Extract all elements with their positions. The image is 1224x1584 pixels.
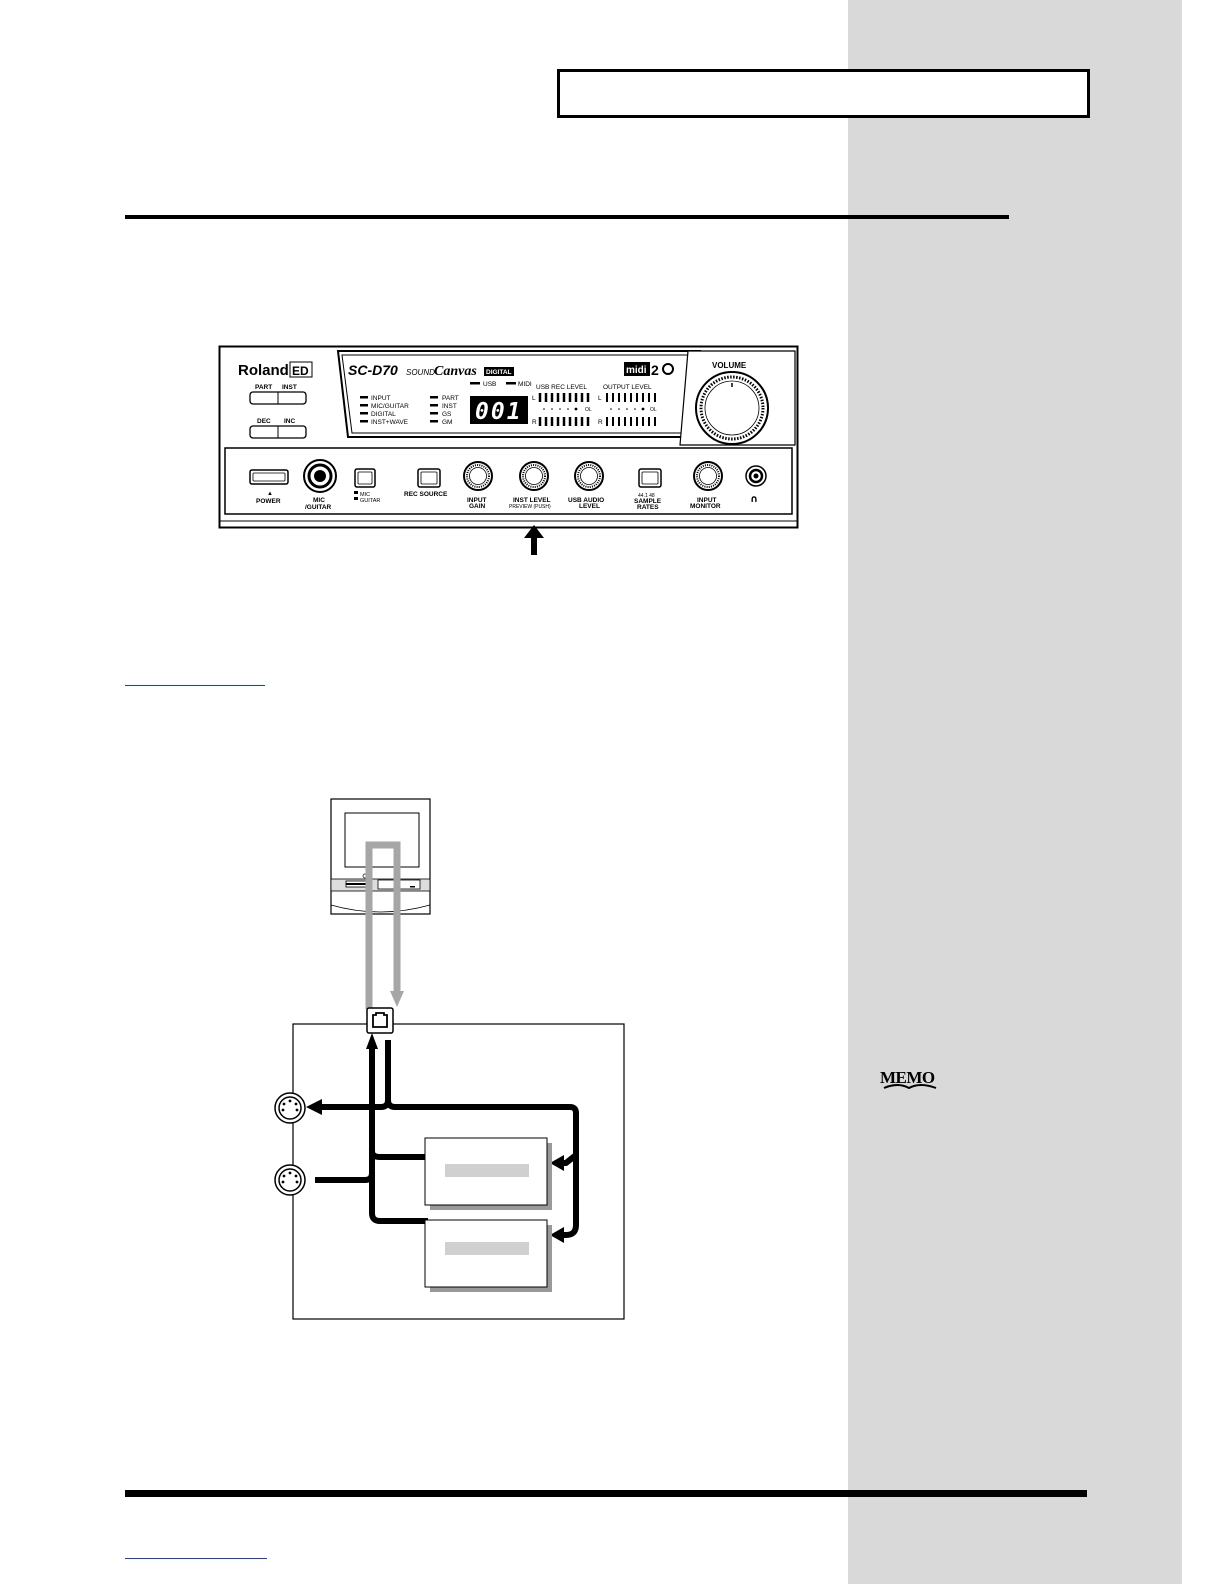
volume-label: VOLUME bbox=[712, 361, 747, 370]
page-rule-bottom bbox=[125, 1490, 1087, 1497]
brand-badge: ED bbox=[292, 364, 309, 378]
mode-inst-wave: INST+WAVE bbox=[371, 419, 409, 426]
signal-paths bbox=[315, 1040, 579, 1238]
power-label: POWER bbox=[256, 498, 281, 505]
rec-source-label: REC SOURCE bbox=[404, 491, 448, 498]
usb-rec-level-label: USB REC LEVEL bbox=[536, 384, 587, 391]
usb-indicator: USB bbox=[483, 381, 496, 388]
model-name: SC-D70 bbox=[348, 362, 398, 378]
input-monitor-knob bbox=[693, 461, 723, 491]
memo-label: MEMO bbox=[880, 1068, 935, 1087]
mode-input: INPUT bbox=[371, 395, 391, 402]
sample-rates-button bbox=[638, 468, 662, 488]
dec-label: DEC bbox=[257, 418, 271, 425]
brand-logo: Roland bbox=[238, 362, 289, 379]
usb-rec-meter bbox=[538, 393, 590, 426]
module-block-lower bbox=[424, 1219, 552, 1292]
mode-part: PART bbox=[442, 395, 459, 402]
inst-level-arrow-icon bbox=[524, 525, 544, 555]
lcd-display bbox=[470, 396, 528, 424]
input-monitor-label-1: INPUT bbox=[697, 497, 717, 504]
canvas-label: Canvas bbox=[434, 364, 477, 379]
footer-link-underline[interactable] bbox=[125, 1558, 267, 1559]
usb-connector-icon bbox=[366, 1007, 394, 1034]
svg-text:midi: midi bbox=[626, 365, 647, 376]
sample-rate-values: 44.1 48 bbox=[638, 493, 655, 499]
guitar-switch-label: GUITAR bbox=[360, 498, 380, 504]
section-rule-top bbox=[125, 215, 1009, 219]
mic-label: MIC bbox=[313, 497, 325, 504]
usb-audio-level-knob bbox=[574, 461, 604, 491]
computer-icon bbox=[330, 798, 431, 915]
usb-audio-label-1: USB AUDIO bbox=[568, 497, 604, 504]
part-label: PART bbox=[255, 384, 272, 391]
section-link-underline[interactable] bbox=[125, 685, 265, 686]
usb-cable-lines bbox=[365, 841, 401, 1009]
sidebar-margin bbox=[848, 0, 1182, 1584]
guitar-label: /GUITAR bbox=[305, 504, 332, 511]
meter-l-1: L bbox=[532, 395, 536, 402]
input-gain-label-2: GAIN bbox=[469, 503, 486, 510]
output-level-label: OUTPUT LEVEL bbox=[603, 384, 652, 391]
usb-audio-label-2: LEVEL bbox=[579, 503, 600, 510]
mode-inst: INST bbox=[442, 403, 457, 410]
sample-rates-label-2: RATES bbox=[637, 504, 659, 511]
inst-level-label-2: PREVIEW (PUSH) bbox=[509, 504, 551, 510]
svg-text:2: 2 bbox=[651, 362, 659, 378]
mode-digital: DIGITAL bbox=[371, 411, 396, 418]
midi-out-port-icon bbox=[274, 1092, 306, 1124]
meter-l-2: L bbox=[598, 395, 602, 402]
mic-switch-label: MIC bbox=[360, 492, 370, 498]
ol-label-1: OL bbox=[585, 407, 592, 413]
usb-midi-flow-diagram bbox=[274, 798, 625, 1320]
midi-indicator: MIDI bbox=[518, 381, 532, 388]
volume-knob bbox=[695, 371, 769, 445]
memo-icon: MEMO bbox=[880, 1068, 937, 1090]
lcd-value: 001 bbox=[475, 399, 523, 425]
midi-logo-icon: midi 2 bbox=[624, 362, 674, 378]
front-panel-illustration: Roland ED SC-D70 SOUND Canvas DIGITAL mi… bbox=[218, 345, 799, 529]
headphone-icon: ∩ bbox=[750, 494, 758, 505]
digital-badge: DIGITAL bbox=[486, 369, 512, 376]
rec-source-button bbox=[417, 468, 441, 488]
ol-label-2: OL bbox=[650, 407, 657, 413]
mode-mic-guitar: MIC/GUITAR bbox=[371, 403, 409, 410]
mic-guitar-jack bbox=[303, 459, 337, 493]
inst-level-knob bbox=[519, 461, 549, 491]
module-block-upper bbox=[424, 1137, 552, 1210]
inst-label: INST bbox=[282, 384, 297, 391]
sound-label: SOUND bbox=[406, 368, 435, 377]
sample-rates-label-1: SAMPLE bbox=[634, 498, 662, 505]
mode-gs: GS bbox=[442, 411, 452, 418]
svg-text:▲: ▲ bbox=[267, 491, 273, 497]
chapter-title-box bbox=[557, 69, 1090, 118]
input-monitor-label-2: MONITOR bbox=[690, 503, 721, 510]
input-gain-knob bbox=[463, 461, 493, 491]
power-button bbox=[249, 469, 289, 485]
inst-level-label-1: INST LEVEL bbox=[513, 497, 551, 504]
meter-r-2: R bbox=[598, 419, 603, 426]
input-gain-label-1: INPUT bbox=[467, 497, 487, 504]
meter-r-1: R bbox=[532, 419, 537, 426]
midi-in-port-icon bbox=[274, 1164, 306, 1196]
mic-guitar-switch bbox=[354, 468, 376, 488]
inc-label: INC bbox=[284, 418, 296, 425]
headphone-jack bbox=[745, 465, 767, 487]
mode-gm: GM bbox=[442, 419, 452, 426]
output-level-meter bbox=[606, 393, 656, 426]
